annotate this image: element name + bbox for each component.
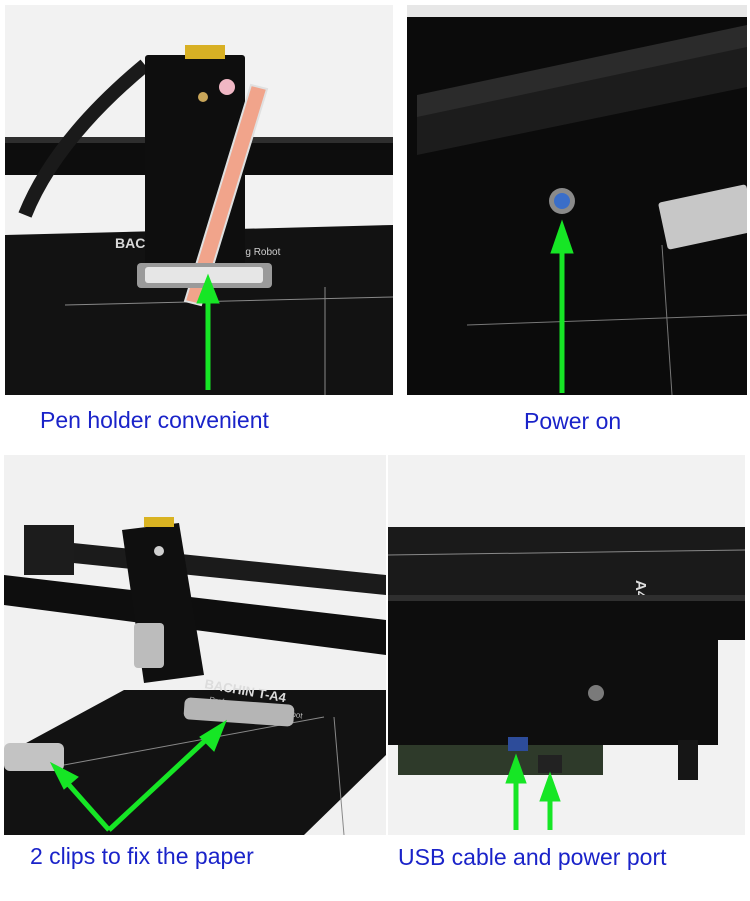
caption-usb: USB cable and power port bbox=[398, 844, 667, 870]
board-label-a4: A4 bbox=[632, 580, 649, 600]
power-button-photo bbox=[407, 5, 747, 395]
usb-illustration: A4 A5 bbox=[388, 455, 745, 835]
power-illustration bbox=[407, 5, 747, 395]
clips-photo: BACHIN T-A4 Professional Writing Robot bbox=[4, 455, 386, 835]
arrow-up-icon bbox=[550, 219, 574, 393]
arrow-up-icon bbox=[505, 753, 561, 830]
caption-clips: 2 clips to fix the paper bbox=[30, 843, 254, 869]
arrow-diagonal-icon bbox=[49, 719, 228, 832]
board-subtext: Writing Robot bbox=[220, 247, 281, 258]
clips-illustration: BACHIN T-A4 Professional Writing Robot bbox=[4, 455, 386, 835]
usb-port-photo: A4 A5 bbox=[388, 455, 745, 835]
arrow-up-icon bbox=[196, 273, 220, 390]
pen-holder-photo: BACHIN T-A4 Writing Robot bbox=[5, 5, 393, 395]
pen-holder-illustration: BACHIN T-A4 Writing Robot bbox=[5, 5, 393, 395]
caption-power: Power on bbox=[524, 408, 622, 434]
caption-pen-holder: Pen holder convenient bbox=[40, 407, 269, 433]
